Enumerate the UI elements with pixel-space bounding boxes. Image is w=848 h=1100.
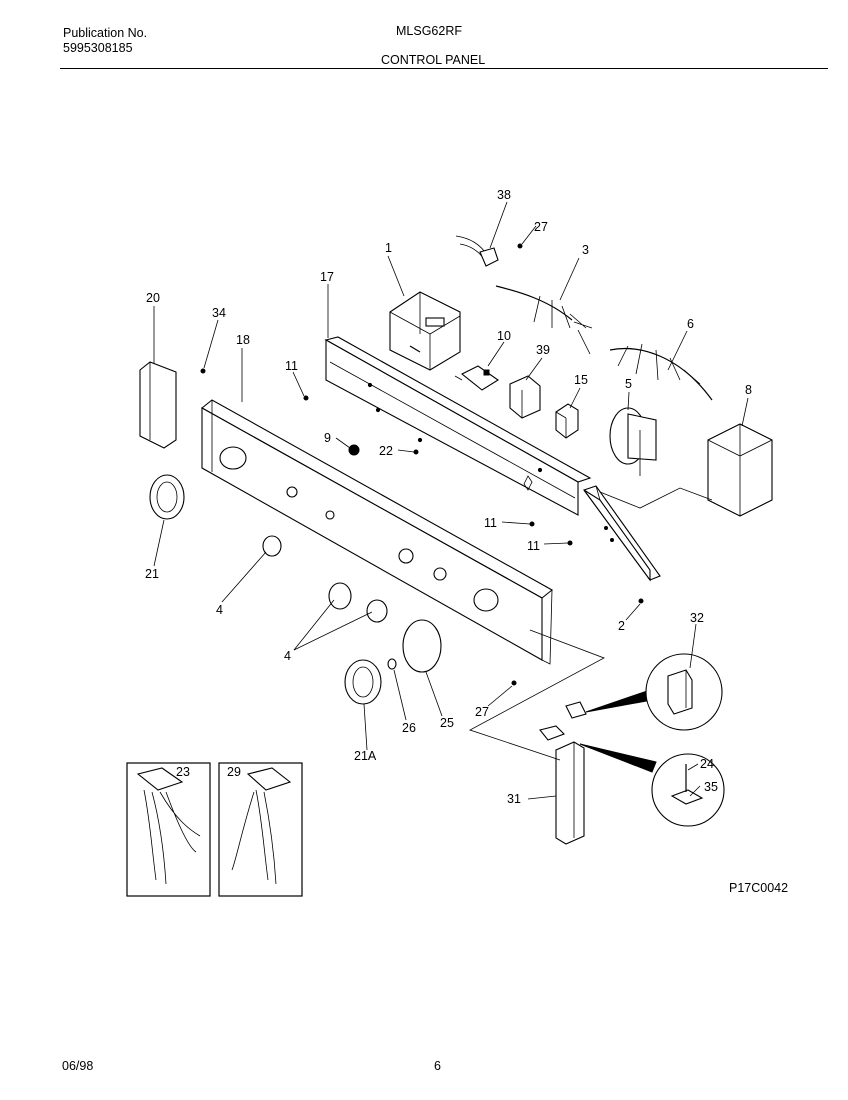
relay-part-15 bbox=[555, 403, 579, 439]
callout: 31 bbox=[507, 792, 521, 806]
callout: 5 bbox=[625, 377, 632, 391]
wire-harness-part-38 bbox=[455, 235, 499, 267]
callout: 22 bbox=[379, 444, 393, 458]
skirt-part-25 bbox=[402, 619, 442, 673]
header-rule bbox=[60, 68, 828, 69]
model-number: MLSG62RF bbox=[396, 24, 462, 38]
callout-labels: 1 2 3 4 4 5 6 8 9 10 11 11 11 15 17 18 2… bbox=[145, 188, 752, 806]
callout: 21A bbox=[354, 749, 377, 763]
callout: 23 bbox=[176, 765, 190, 779]
switch-part-10 bbox=[460, 365, 499, 391]
callout: 38 bbox=[497, 188, 511, 202]
publication-label: Publication No. bbox=[63, 26, 148, 40]
zoom-pointer-24 bbox=[579, 743, 657, 773]
page-number: 6 bbox=[434, 1059, 441, 1073]
callout: 39 bbox=[536, 343, 550, 357]
screw-part-2 bbox=[638, 598, 644, 604]
knob-part-4-a bbox=[262, 535, 282, 557]
rear-bracket-part-17 bbox=[324, 336, 592, 516]
callout: 35 bbox=[704, 780, 718, 794]
callout: 34 bbox=[212, 306, 226, 320]
callout: 11 bbox=[527, 539, 540, 553]
callout: 8 bbox=[745, 383, 752, 397]
callout: 21 bbox=[145, 567, 159, 581]
footer-date: 06/98 bbox=[62, 1059, 94, 1073]
screw-part-11-c bbox=[567, 540, 573, 546]
side-bracket bbox=[583, 485, 661, 582]
callout: 17 bbox=[320, 270, 334, 284]
bracket-part-20 bbox=[139, 361, 177, 449]
callout: 3 bbox=[582, 243, 589, 257]
knob-part-4-b bbox=[328, 582, 352, 610]
callout: 6 bbox=[687, 317, 694, 331]
harness-box-23 bbox=[126, 762, 211, 897]
callout: 15 bbox=[574, 373, 588, 387]
wire-harness-part-3 bbox=[495, 285, 593, 355]
control-board-part-8 bbox=[707, 423, 773, 517]
callout: 10 bbox=[497, 329, 511, 343]
callout: 4 bbox=[216, 603, 223, 617]
callout: 29 bbox=[227, 765, 241, 779]
timer-part-1 bbox=[389, 291, 461, 371]
screw-part-27-a bbox=[517, 243, 523, 249]
figure-code: P17C0042 bbox=[729, 881, 789, 895]
screw-part-11-b bbox=[529, 521, 535, 527]
knob-part-21a bbox=[344, 659, 382, 705]
callout: 9 bbox=[324, 431, 331, 445]
zoom-pointer-32 bbox=[585, 689, 653, 713]
callout: 11 bbox=[484, 516, 497, 530]
control-panel-part-18 bbox=[201, 399, 553, 665]
callout: 32 bbox=[690, 611, 704, 625]
screw-part-27-b bbox=[511, 680, 517, 686]
wiring-route-2 bbox=[599, 487, 713, 509]
callout: 2 bbox=[618, 619, 625, 633]
detail-circle-32 bbox=[645, 653, 723, 731]
section-title: CONTROL PANEL bbox=[381, 53, 486, 67]
publication-number: 5995308185 bbox=[63, 41, 133, 55]
callout: 24 bbox=[700, 757, 714, 771]
knob-part-4-c bbox=[366, 599, 388, 623]
callout: 26 bbox=[402, 721, 416, 735]
component-part-5 bbox=[609, 407, 657, 476]
part-9 bbox=[348, 444, 360, 456]
callout: 18 bbox=[236, 333, 250, 347]
callout: 25 bbox=[440, 716, 454, 730]
screw-part-34 bbox=[200, 368, 206, 374]
detail-circle-24-35 bbox=[651, 753, 725, 827]
callout: 1 bbox=[385, 241, 392, 255]
callout: 4 bbox=[284, 649, 291, 663]
callout: 11 bbox=[285, 359, 298, 373]
leader-lines bbox=[153, 201, 749, 800]
callout: 27 bbox=[475, 705, 489, 719]
wire-harness-part-6 bbox=[609, 343, 713, 401]
knob-part-21 bbox=[149, 474, 185, 520]
callout: 20 bbox=[146, 291, 160, 305]
screw-part-22 bbox=[413, 449, 419, 455]
bracket-part-31 bbox=[539, 725, 585, 845]
callout: 27 bbox=[534, 220, 548, 234]
harness-box-29 bbox=[218, 762, 303, 897]
wiring-route bbox=[468, 629, 605, 761]
clip-part-32-small bbox=[565, 701, 587, 719]
switch-part-39 bbox=[509, 375, 541, 419]
spring-part-26 bbox=[387, 658, 397, 670]
screw-part-11-a bbox=[303, 395, 309, 401]
